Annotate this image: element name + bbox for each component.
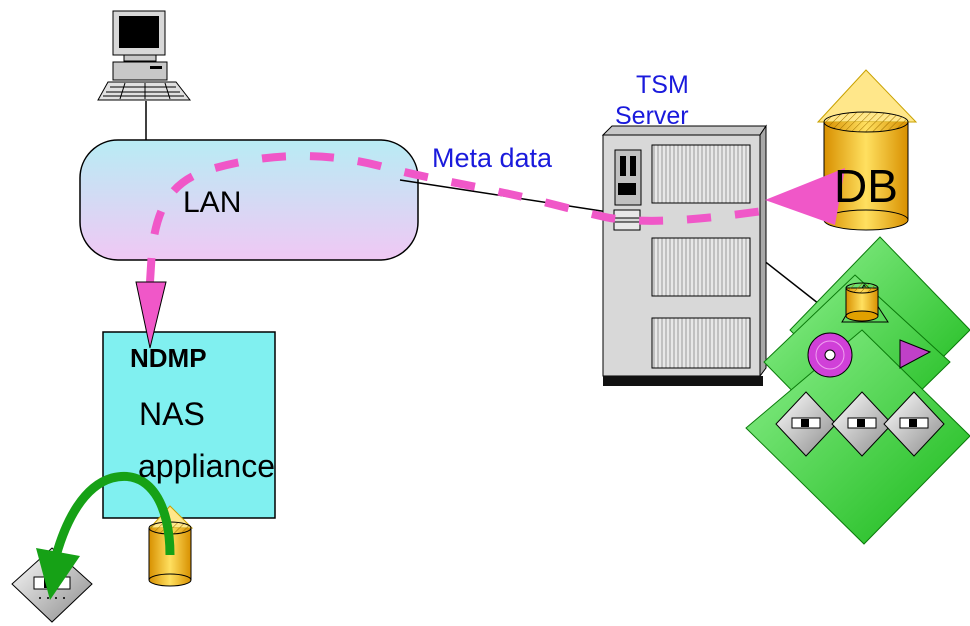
- tape-drive-icon: [775, 391, 945, 457]
- tsm-server-label-line2: Server: [615, 102, 689, 130]
- lan-label: LAN: [183, 186, 242, 219]
- tsm-server-label-line1: TSM: [636, 71, 689, 99]
- optical-disk-icon: [807, 332, 932, 378]
- tsm-server-icon: [601, 124, 767, 386]
- storage-pool-icon: [745, 236, 970, 545]
- ndmp-label: NDMP: [130, 343, 207, 373]
- meta-data-label: Meta data: [432, 143, 553, 173]
- db-label: DB: [834, 160, 898, 212]
- data-flow-arrow-db: [765, 168, 845, 225]
- lan-cloud: [79, 139, 419, 261]
- nas-label: NAS: [139, 396, 205, 432]
- nas-appliance-box: [102, 331, 276, 519]
- data-flow-arrow-down: [135, 281, 167, 349]
- backup-flow-arrow: [36, 471, 175, 600]
- computer-icon: [97, 10, 192, 142]
- appliance-label: appliance: [138, 448, 275, 484]
